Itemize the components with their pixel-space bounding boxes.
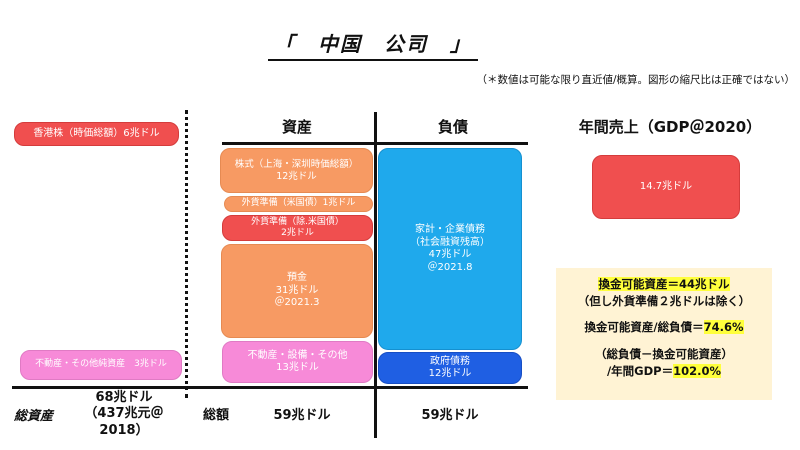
asset-fx-reserve-us: 外貨準備（米国債）1兆ドル xyxy=(224,196,373,212)
disclaimer-note: （＊数値は可能な限り直近値/概算。図形の縮尺比は正確ではない） xyxy=(476,74,795,86)
revenue-header: 年間売上（GDP＠2020） xyxy=(578,118,762,136)
asset-fx-reserve-other: 外貨準備（除.米国債） 2兆ドル xyxy=(222,215,373,241)
summary-gdp-formula: （総負債－換金可能資産） xyxy=(595,347,733,362)
summary-gdp-label: /年間GDP＝ xyxy=(606,363,674,378)
total-assets-label: 総資産 xyxy=(14,409,54,424)
real-estate-other-box: 不動産・その他純資産 3兆ドル xyxy=(20,350,182,380)
asset-stocks: 株式（上海・深圳時価総額） 12兆ドル xyxy=(220,148,373,193)
totals-label: 総額 xyxy=(202,408,229,423)
total-liabilities-sum: 59兆ドル xyxy=(421,408,479,423)
summary-ratio-value: 74.6% xyxy=(703,320,744,335)
liability-government: 政府債務 12兆ドル xyxy=(378,352,522,384)
summary-convertible-assets: 換金可能資産＝44兆ドル xyxy=(598,277,730,291)
page-title: 「 中国 公司 」 xyxy=(268,28,478,61)
liability-household-corporate: 家計・企業債務 （社会融資残高） 47兆ドル ＠2021.8 xyxy=(378,148,522,350)
dotted-divider xyxy=(185,110,188,398)
summary-panel: 換金可能資産＝44兆ドル （但し外貨準備２兆ドルは除く） 換金可能資産/総負債＝… xyxy=(556,268,772,400)
t-account-vertical-line xyxy=(374,112,377,438)
revenue-box: 14.7兆ドル xyxy=(592,155,740,219)
summary-gdp-value: 102.0% xyxy=(673,363,722,378)
total-assets-sum: 59兆ドル xyxy=(273,408,331,423)
summary-exclusion-note: （但し外貨準備２兆ドルは除く） xyxy=(577,293,751,308)
hk-stock-box: 香港株（時価総額）6兆ドル xyxy=(14,122,179,146)
total-assets-value: 68兆ドル （437兆元＠ 2018） xyxy=(84,390,164,438)
asset-deposits: 預金 31兆ドル ＠2021.3 xyxy=(221,244,373,338)
summary-ratio-label: 換金可能資産/総負債＝ xyxy=(584,320,704,335)
asset-real-estate: 不動産・設備・その他 13兆ドル xyxy=(222,341,373,383)
assets-header: 資産 xyxy=(281,118,312,136)
t-account-bottom-line xyxy=(12,386,528,389)
liabilities-header: 負債 xyxy=(437,118,468,136)
